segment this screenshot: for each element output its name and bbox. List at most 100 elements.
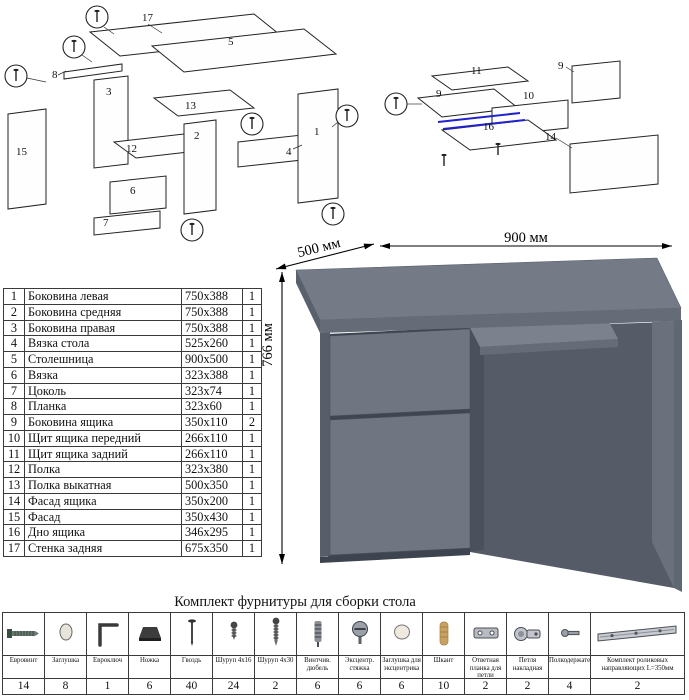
part-number: 12 (3, 461, 25, 478)
part-callout: 7 (103, 217, 109, 229)
hardware-item-qty: 2 (465, 678, 506, 694)
hardware-item-label: Евроключ (87, 655, 128, 678)
part-rollout-shelf (152, 89, 256, 117)
hardware-item-label: Винтчив. дюбель (297, 655, 338, 678)
assembled-desk-view: 900 мм 500 мм 766 мм (260, 230, 682, 592)
hardware-item-qty: 2 (591, 678, 684, 694)
part-size: 900x500 (181, 351, 243, 368)
hardware-item: Полкодержатель4 (548, 612, 591, 695)
part-qty: 1 (242, 303, 262, 321)
part-number: 1 (3, 288, 25, 305)
hardware-item-label: Заглушка (45, 655, 86, 678)
part-side-middle (183, 119, 217, 215)
part-facade (7, 108, 47, 210)
part-number: 13 (3, 477, 25, 494)
screw-long-icon (255, 613, 296, 655)
part-callout: 2 (194, 130, 200, 142)
part-name: Боковина ящика (24, 414, 182, 431)
part-planka (63, 63, 123, 80)
hex-key-icon (87, 613, 128, 655)
part-callout: 5 (228, 36, 234, 48)
hardware-item-label: Заглушка для эксцентрика (381, 655, 422, 678)
dimension-width: 900 мм (380, 230, 672, 249)
hinge-icon (507, 613, 548, 655)
part-qty: 1 (242, 524, 262, 541)
hardware-kit-title: Комплект фурнитуры для сборки стола (174, 594, 416, 610)
exploded-desk-parts (7, 13, 339, 236)
part-number: 7 (3, 382, 25, 400)
part-callout: 1 (314, 126, 320, 138)
roller-guide-icon (591, 613, 684, 655)
part-size: 350x200 (181, 492, 243, 510)
part-size: 750x388 (181, 288, 243, 305)
part-name: Вязка стола (24, 335, 182, 352)
hardware-item-label: Полкодержатель (549, 655, 590, 678)
part-drawer-facade (569, 134, 659, 194)
width-label: 900 мм (504, 230, 548, 246)
part-number: 6 (3, 366, 25, 384)
screw-glyph (494, 142, 502, 156)
part-qty: 1 (242, 540, 262, 557)
part-callout: 17 (142, 12, 154, 24)
hardware-detail-circles (4, 5, 359, 242)
hardware-item-qty: 40 (171, 678, 212, 694)
hardware-item-qty: 6 (339, 678, 380, 694)
part-callout: 6 (130, 185, 136, 197)
part-qty: 1 (242, 366, 262, 384)
leader-lines (26, 23, 339, 150)
part-vyazka (109, 175, 167, 215)
hardware-item-qty: 14 (3, 678, 44, 694)
exploded-drawer-parts (416, 60, 659, 194)
hardware-item-label: Ножка (129, 655, 170, 678)
part-number: 3 (3, 319, 25, 337)
hardware-item-qty: 6 (297, 678, 338, 694)
part-size: 350x110 (181, 414, 243, 431)
part-callout: 13 (185, 100, 197, 112)
roller-guide-lines (437, 112, 526, 130)
part-name: Дно ящика (24, 524, 182, 541)
part-callout: 4 (286, 146, 292, 158)
height-label: 766 мм (260, 323, 276, 367)
pedestal-left-edge (320, 332, 330, 557)
hardware-item-qty: 2 (507, 678, 548, 694)
part-drawer-side-right (571, 60, 621, 104)
part-callout: 16 (483, 121, 495, 133)
part-callout: 3 (106, 86, 112, 98)
depth-label: 500 мм (296, 235, 342, 261)
part-callout: 11 (471, 65, 482, 77)
part-number: 8 (3, 398, 25, 415)
part-side-left (297, 88, 339, 204)
part-size: 266x110 (181, 445, 243, 463)
part-size: 266x110 (181, 429, 243, 447)
part-size: 323x380 (181, 461, 243, 478)
part-plinth (93, 210, 161, 236)
part-name: Боковина средняя (24, 303, 182, 321)
part-qty: 1 (242, 398, 262, 415)
plug-icon (45, 613, 86, 655)
part-name: Щит ящика задний (24, 445, 182, 463)
part-size: 350x430 (181, 508, 243, 526)
hardware-item-label: Шуруп 4x30 (255, 655, 296, 678)
part-callout: 14 (545, 131, 557, 143)
door-front (329, 412, 471, 556)
part-drawer-back (430, 66, 530, 91)
dowel-screw-icon (297, 613, 338, 655)
part-number: 4 (3, 335, 25, 352)
part-number: 17 (3, 540, 25, 557)
hardware-item-qty: 2 (255, 678, 296, 694)
part-size: 750x388 (181, 303, 243, 321)
part-qty: 1 (242, 335, 262, 352)
desk-interior (470, 322, 674, 588)
